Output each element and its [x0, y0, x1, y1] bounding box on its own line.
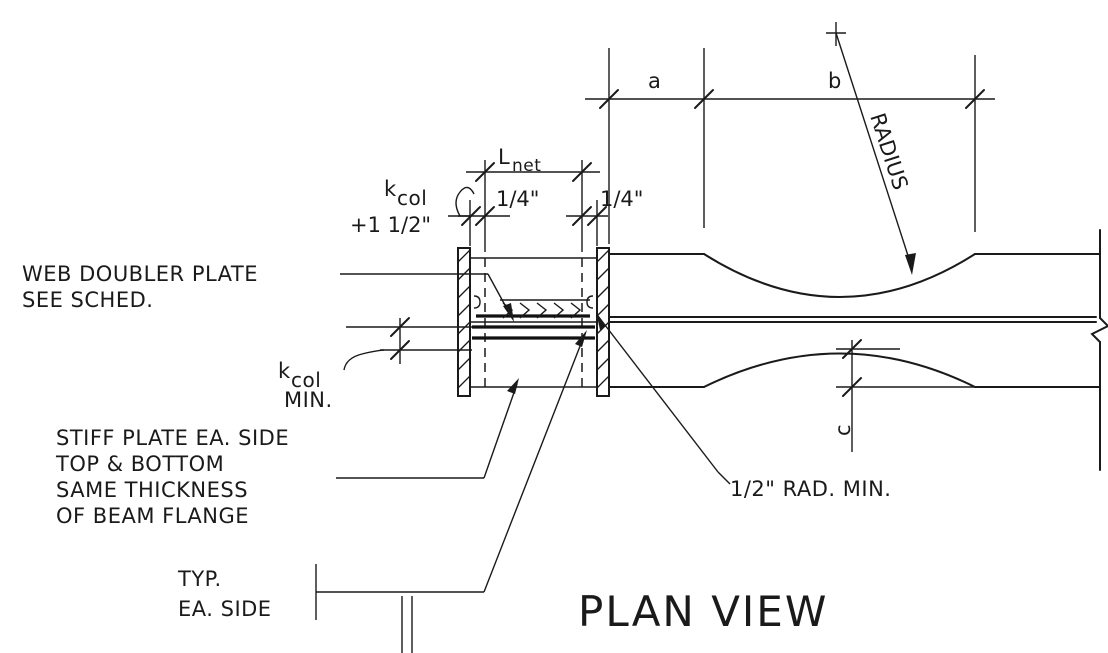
- web-doubler-leader: WEB DOUBLER PLATE SEE SCHED.: [22, 262, 514, 322]
- half-rad-leader: 1/2" RAD. MIN.: [596, 312, 891, 501]
- radius-leader: RADIUS: [826, 22, 916, 275]
- column-flange-left: [457, 247, 471, 397]
- typ-line2: EA. SIDE: [178, 597, 272, 621]
- kcol-top-k: k: [384, 177, 397, 201]
- stiff-plate-leader: STIFF PLATE EA. SIDE TOP & BOTTOM SAME T…: [55, 378, 519, 528]
- dim-c-label: c: [831, 424, 855, 436]
- dim-b-label: b: [828, 69, 841, 93]
- dim-a-b: a b: [585, 48, 995, 244]
- kcol-bot-k: k: [278, 359, 291, 383]
- break-line: [1090, 229, 1108, 471]
- quarter-right: 1/4": [600, 187, 643, 211]
- kcol-bottom: k col MIN.: [278, 317, 472, 412]
- kcol-plus: +1 1/2": [350, 213, 431, 237]
- typ-line1: TYP.: [177, 567, 222, 591]
- beam-bottom-flange: [608, 352, 1101, 388]
- beam-web: [608, 316, 1097, 323]
- stiff-line3: SAME THICKNESS: [56, 478, 248, 502]
- l-net-L: L: [498, 145, 510, 169]
- beam-top-flange: [608, 253, 1101, 298]
- half-rad-label: 1/2" RAD. MIN.: [730, 477, 891, 501]
- dim-c: c: [831, 339, 1060, 452]
- quarter-left: 1/4": [496, 187, 539, 211]
- dim-quarter: 1/4" 1/4": [458, 187, 643, 246]
- dim-a-label: a: [648, 69, 661, 93]
- stiff-line4: OF BEAM FLANGE: [56, 504, 249, 528]
- l-net-sub: net: [512, 156, 541, 176]
- kcol-top-sub: col: [397, 186, 427, 210]
- typ-leader: TYP. EA. SIDE: [177, 330, 587, 653]
- kcol-bot-sub: col: [291, 368, 321, 392]
- column-web: [470, 314, 597, 340]
- plan-view-title: PLAN VIEW: [578, 587, 828, 636]
- stiff-line1: STIFF PLATE EA. SIDE: [56, 426, 289, 450]
- web-doubler-line2: SEE SCHED.: [22, 288, 153, 312]
- dim-l-net: L net: [466, 145, 600, 252]
- web-doubler-line1: WEB DOUBLER PLATE: [22, 262, 258, 286]
- kcol-min: MIN.: [284, 388, 333, 412]
- radius-label: RADIUS: [865, 110, 912, 193]
- stiff-line2: TOP & BOTTOM: [55, 452, 224, 476]
- kcol-top: k col +1 1/2": [350, 177, 475, 237]
